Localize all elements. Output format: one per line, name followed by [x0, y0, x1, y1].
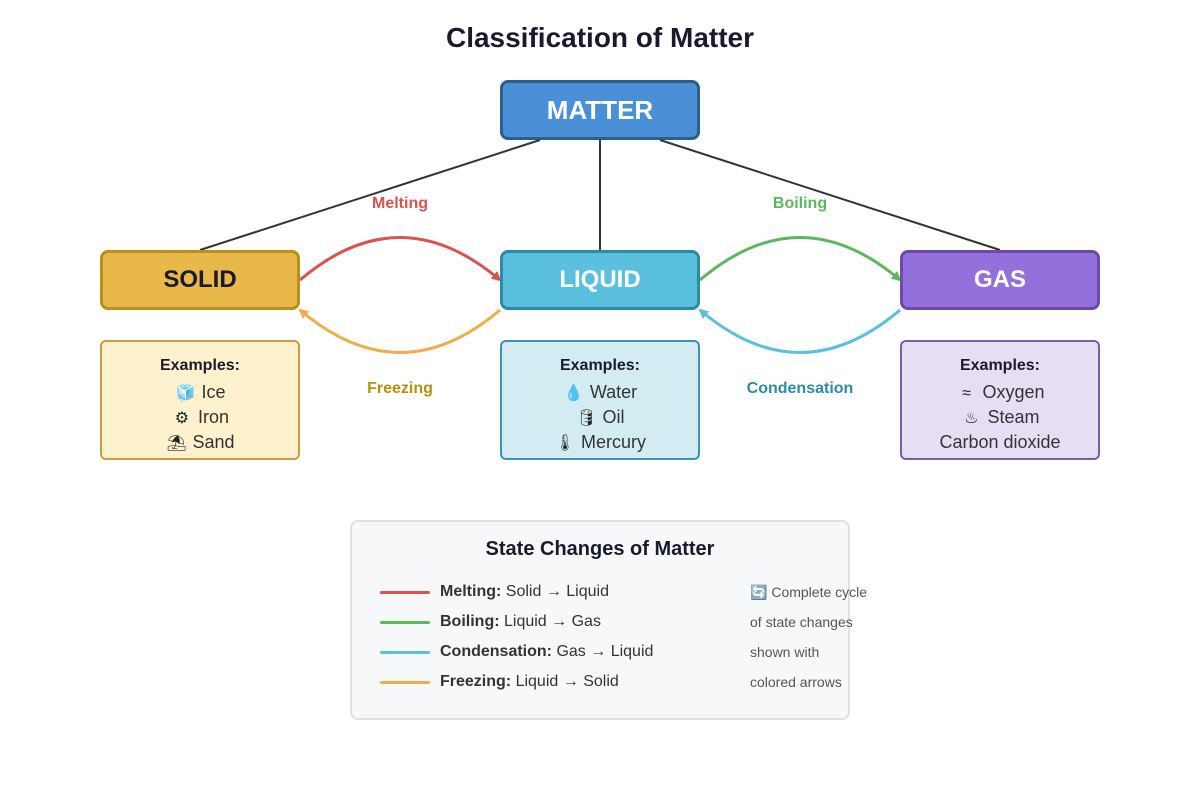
legend-row-melting: Melting: Solid → Liquid: [380, 581, 609, 603]
legend-note-line: colored arrows: [750, 674, 842, 690]
ice-icon: 🧊: [175, 385, 196, 402]
example-text: Carbon dioxide: [939, 432, 1061, 452]
thermometer-icon: 🌡: [554, 435, 576, 452]
oil-barrel-icon: 🛢: [576, 410, 597, 427]
connector-matter-gas: [659, 139, 1001, 251]
melting-arrow: [299, 236, 502, 282]
arrow-icon: →: [551, 613, 568, 630]
example-item: 🛢 Oil: [502, 405, 698, 430]
connector-matter-solid: [199, 139, 541, 251]
gas-examples-box: Examples: ≈ Oxygen ♨ Steam Carbon dioxid…: [900, 340, 1100, 460]
legend-box: State Changes of Matter Melting: Solid →…: [350, 520, 867, 720]
example-text: Oil: [602, 407, 625, 427]
arrow-icon: →: [562, 673, 579, 690]
legend-swatch-condensation: [380, 650, 430, 654]
gas-node: GAS: [900, 250, 1100, 310]
example-item: 🧊 Ice: [102, 380, 298, 405]
legend-process-name: Freezing:: [440, 673, 512, 690]
example-item: ≈ Oxygen: [902, 380, 1098, 405]
example-text: Mercury: [581, 432, 647, 452]
legend-swatch-melting: [380, 590, 430, 594]
example-text: Iron: [197, 407, 230, 427]
legend-row-freezing: Freezing: Liquid → Solid: [380, 671, 619, 693]
legend-row-boiling: Boiling: Liquid → Gas: [380, 611, 601, 633]
condensation-label: Condensation: [746, 380, 854, 397]
examples-heading: Examples:: [559, 357, 641, 374]
legend-text: Boiling: Liquid → Gas: [440, 613, 601, 631]
example-text: Oxygen: [982, 382, 1045, 402]
solid-examples-box: Examples: 🧊 Ice ⚙ Iron ⛱ Sand: [100, 340, 300, 460]
example-text: Steam: [987, 407, 1040, 427]
legend-text: Freezing: Liquid → Solid: [440, 673, 619, 691]
legend-swatch-freezing: [380, 680, 430, 684]
example-text: Ice: [201, 382, 226, 402]
example-item: 💧 Water: [502, 380, 698, 405]
hot-springs-icon: ♨: [964, 410, 979, 427]
solid-node: SOLID: [100, 250, 300, 310]
example-text: Sand: [192, 432, 235, 452]
example-item: 🌡 Mercury: [502, 430, 698, 455]
legend-row-condensation: Condensation: Gas → Liquid: [380, 641, 653, 663]
examples-heading: Examples:: [959, 357, 1041, 374]
cycle-icon: 🔄: [750, 584, 768, 600]
example-text: Water: [589, 382, 638, 402]
legend-from: Gas: [556, 643, 586, 660]
freezing-label: Freezing: [367, 380, 433, 397]
boiling-label: Boiling: [772, 195, 828, 212]
arrow-icon: →: [590, 643, 607, 660]
beach-icon: ⛱: [166, 435, 187, 452]
gear-icon: ⚙: [174, 410, 190, 427]
legend-from: Liquid: [504, 613, 547, 630]
legend-process-name: Melting:: [440, 583, 502, 600]
arrow-icon: →: [545, 583, 562, 600]
legend-to: Liquid: [566, 583, 609, 600]
legend-from: Liquid: [515, 673, 559, 690]
legend-from: Solid: [505, 583, 542, 600]
legend-note-line: of state changes: [750, 614, 853, 630]
legend-process-name: Condensation:: [440, 643, 552, 660]
melting-label: Melting: [372, 195, 428, 212]
boiling-arrow: [699, 236, 902, 282]
liquid-node: LIQUID: [500, 250, 700, 310]
example-item: ⚙ Iron: [102, 405, 298, 430]
legend-note-text: Complete cycle: [771, 584, 868, 600]
legend-process-name: Boiling:: [440, 613, 500, 630]
freezing-arrow: [298, 308, 501, 354]
legend-text: Condensation: Gas → Liquid: [440, 643, 653, 661]
example-item: ⛱ Sand: [102, 430, 298, 455]
legend-to: Gas: [571, 613, 601, 630]
example-item: ♨ Steam: [902, 405, 1098, 430]
legend-note-line: 🔄 Complete cycle: [750, 581, 867, 603]
wind-icon: ≈: [962, 385, 971, 402]
examples-heading: Examples:: [159, 357, 241, 374]
liquid-examples-box: Examples: 💧 Water 🛢 Oil 🌡 Mercury: [500, 340, 700, 460]
legend-to: Solid: [583, 673, 619, 690]
legend-title: State Changes of Matter: [485, 538, 715, 560]
legend-note-line: shown with: [750, 644, 820, 660]
matter-node: MATTER: [500, 80, 700, 140]
droplet-icon: 💧: [563, 385, 584, 402]
legend-swatch-boiling: [380, 620, 430, 624]
legend-text: Melting: Solid → Liquid: [440, 583, 609, 601]
page-title: Classification of Matter: [445, 22, 755, 53]
legend-to: Liquid: [610, 643, 654, 660]
condensation-arrow: [698, 308, 901, 354]
example-item: Carbon dioxide: [902, 430, 1098, 455]
